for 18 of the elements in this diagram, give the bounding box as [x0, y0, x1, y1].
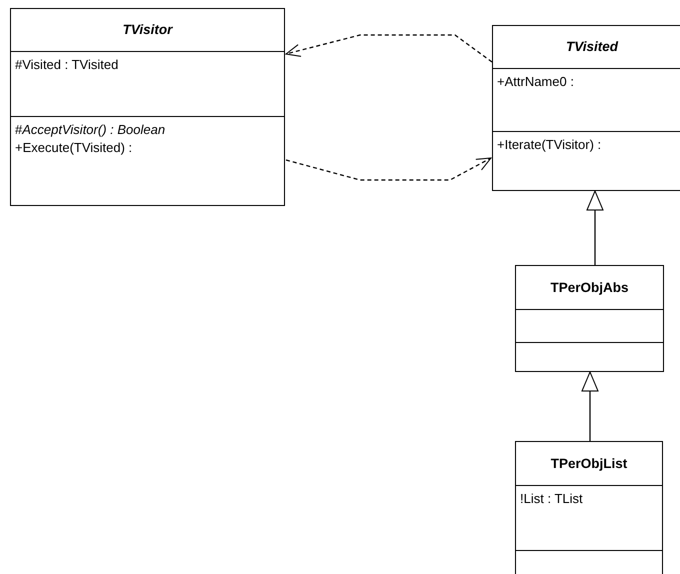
class-member: #Visited : TVisited — [15, 56, 120, 74]
class-box — [10, 8, 285, 206]
class-box — [515, 441, 663, 574]
class-member: +Execute(TVisited) : — [15, 139, 134, 157]
class-name: TVisited — [566, 38, 618, 56]
dependency-arrow — [286, 34, 492, 62]
class-member: #AcceptVisitor() : Boolean — [15, 121, 166, 139]
generalization-arrow — [582, 372, 598, 441]
class-box — [515, 265, 664, 372]
class-name: TPerObjList — [550, 454, 628, 472]
class-member: +AttrName0 : — [497, 73, 575, 91]
dependency-arrow — [286, 157, 492, 181]
class-member: +Iterate(TVisitor) : — [497, 136, 602, 154]
generalization-arrow — [586, 190, 604, 265]
class-name: TVisitor — [122, 21, 172, 39]
class-name: TPerObjAbs — [550, 278, 628, 296]
class-box — [492, 25, 680, 191]
class-member: !List : TList — [520, 490, 584, 508]
